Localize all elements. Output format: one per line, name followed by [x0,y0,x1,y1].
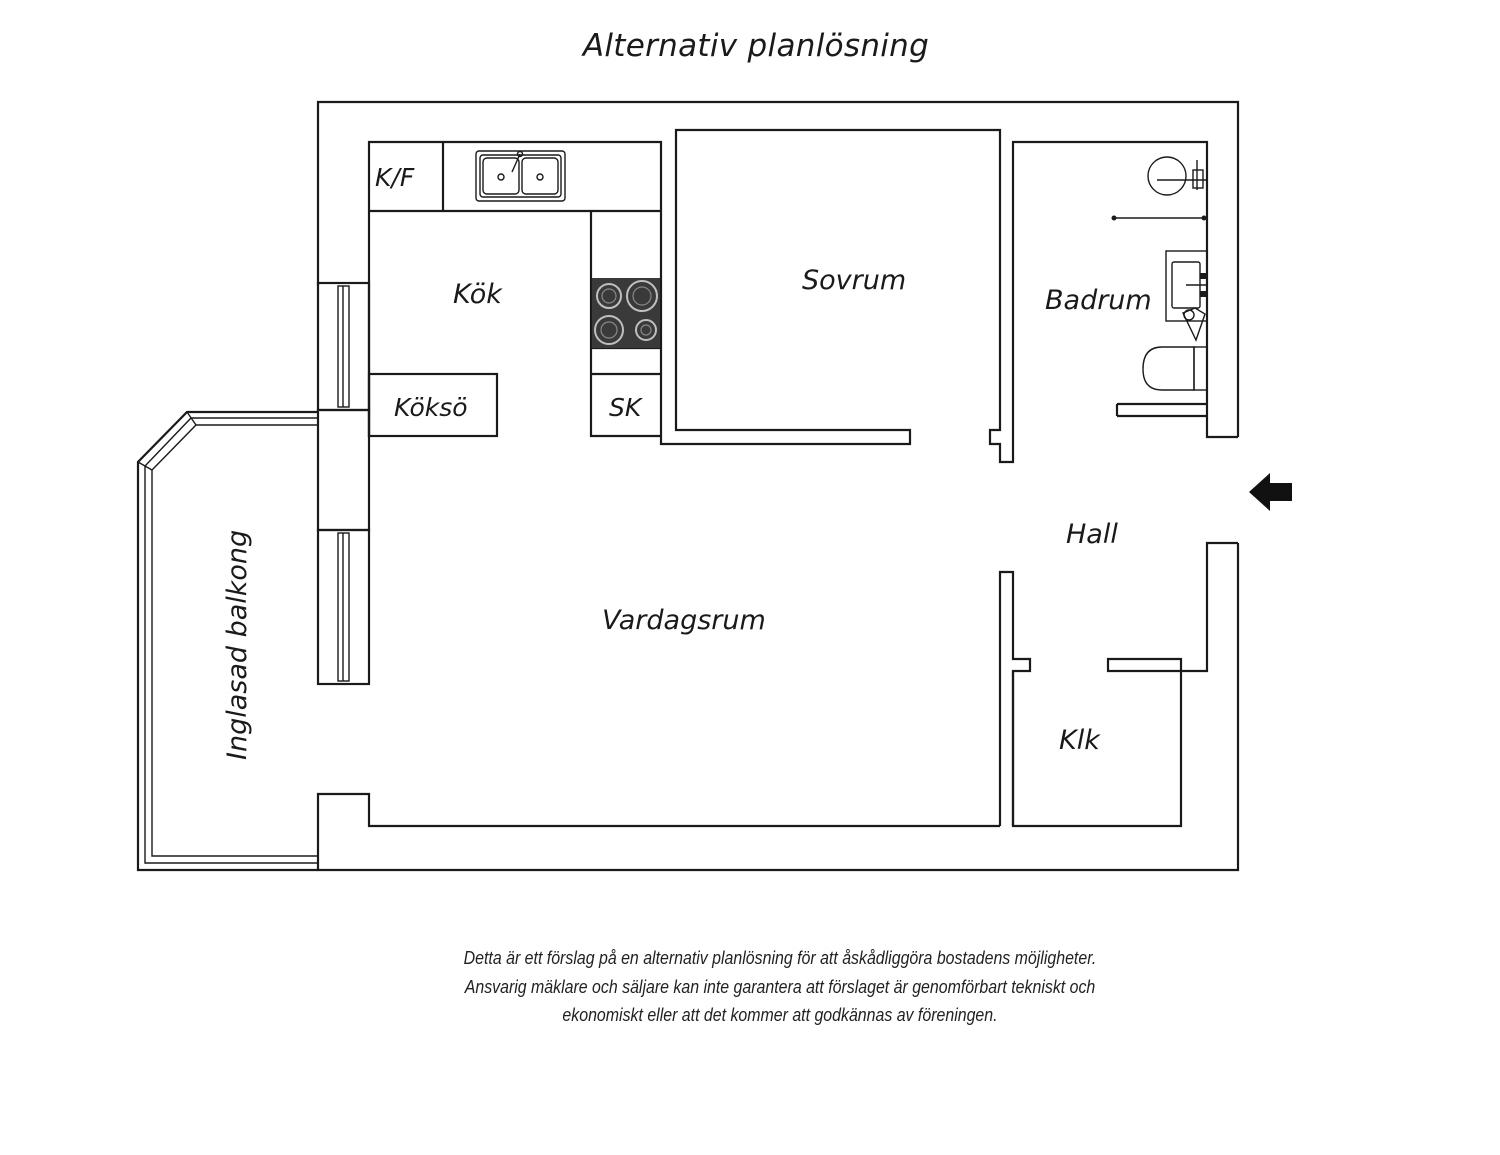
room-label-sk: SK [609,393,644,422]
disclaimer-line: Ansvarig mäklare och säljare kan inte ga… [464,975,1096,997]
kitchen-counters [367,142,661,438]
room-label-badrum: Badrum [1045,285,1152,316]
arrow-left-icon [1249,473,1292,511]
washbasin-icon [1165,250,1208,342]
room-label-kf: K/F [375,163,415,192]
stove-icon [592,278,660,348]
balcony-glazing [136,410,318,872]
room-label-klk: Klk [1059,725,1101,756]
room-label-sovrum: Sovrum [802,265,906,296]
room-label-hall: Hall [1066,519,1118,550]
room-label-kok: Kök [453,279,503,310]
outer-walls [316,100,1240,872]
shower-icon [1111,156,1207,221]
room-label-kokso: Köksö [394,393,468,422]
disclaimer-text: Detta är ett förslag på en alternativ pl… [393,944,1167,1030]
kitchen-sink-icon [475,150,566,202]
disclaimer-line: Detta är ett förslag på en alternativ pl… [463,947,1097,968]
plan-title: Alternativ planlösning [582,28,930,64]
disclaimer-line: ekonomiskt eller att det kommer att godk… [562,1004,998,1025]
room-label-vardagsrum: Vardagsrum [602,605,766,636]
room-label-balkong: Inglasad balkong [222,530,253,760]
toilet-icon [1142,346,1208,391]
west-wall-windows [316,281,371,686]
